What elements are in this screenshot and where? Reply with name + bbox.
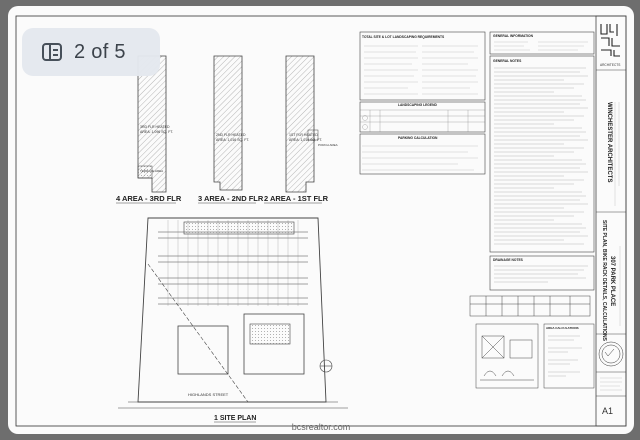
- page-indicator-text: 2 of 5: [74, 40, 126, 63]
- svg-text:2ND FLR HEATED: 2ND FLR HEATED: [216, 133, 246, 137]
- svg-text:PARKING CALCULATION: PARKING CALCULATION: [398, 136, 438, 140]
- area-label-2nd: 3 AREA - 2ND FLR: [198, 194, 264, 203]
- site-plan: [118, 217, 348, 409]
- svg-text:TOTAL SITE & LOT LANDSCAPING R: TOTAL SITE & LOT LANDSCAPING REQUIREMENT…: [362, 35, 445, 39]
- title-block: ARCHITECTS WINCHESTER ARCHITECTS SITE PL…: [595, 15, 627, 427]
- general-information: GENERAL INFORMATION: [489, 31, 595, 55]
- gallery-pages-icon: [42, 43, 62, 61]
- area-labels: 4 AREA - 3RD FLR 3 AREA - 2ND FLR 2 AREA…: [116, 194, 329, 204]
- svg-text:AREA: 1,016 SQ. FT.: AREA: 1,016 SQ. FT.: [289, 138, 322, 142]
- drainage-notes: DRAINAGE NOTES: [489, 255, 595, 291]
- area-label-1st: 2 AREA - 1ST FLR: [264, 194, 329, 203]
- general-notes: GENERAL NOTES: [489, 55, 595, 253]
- parking-table: PARKING CALCULATION: [359, 133, 486, 175]
- svg-text:LANDSCAPING LEGEND: LANDSCAPING LEGEND: [398, 103, 437, 107]
- svg-text:TERRACE AREA: TERRACE AREA: [140, 169, 163, 173]
- svg-text:AREA CALCULATIONS: AREA CALCULATIONS: [546, 326, 579, 330]
- landscaping-table: LANDSCAPING LEGEND: [359, 101, 486, 133]
- area-plan-1st-floor: 1ST FLR HEATED AREA: 1,016 SQ. FT. PORCH…: [285, 55, 338, 193]
- area-calculations: AREA CALCULATIONS: [543, 323, 595, 389]
- material-legend: [469, 295, 591, 317]
- impervious-table: TOTAL SITE & LOT LANDSCAPING REQUIREMENT…: [359, 31, 486, 101]
- area-plan-2nd-floor: 2ND FLR HEATED AREA: 1,016 SQ. FT.: [213, 55, 249, 191]
- street-label: HIGHLANDS STREET: [188, 392, 229, 397]
- sheet-number: A1: [602, 406, 613, 416]
- area-plan-3rd-floor: 3RD FLR HEATED AREA: 1,096 SQ. FT. TERRA…: [137, 55, 173, 193]
- site-plan-label: 1 SITE PLAN: [214, 415, 256, 422]
- svg-text:AREA: 1,016 SQ. FT.: AREA: 1,016 SQ. FT.: [216, 138, 249, 142]
- svg-text:3RD FLR HEATED: 3RD FLR HEATED: [140, 125, 170, 129]
- svg-text:ARCHITECTS: ARCHITECTS: [600, 63, 620, 67]
- drawing-sheet: 3RD FLR HEATED AREA: 1,096 SQ. FT. TERRA…: [8, 6, 634, 434]
- watermark: bcsrealtor.com: [291, 422, 351, 432]
- area-label-3rd: 4 AREA - 3RD FLR: [116, 194, 182, 203]
- svg-text:DRAINAGE NOTES: DRAINAGE NOTES: [493, 258, 524, 262]
- architectural-drawing: 3RD FLR HEATED AREA: 1,096 SQ. FT. TERRA…: [15, 15, 627, 427]
- page-indicator-badge[interactable]: 2 of 5: [22, 28, 160, 76]
- svg-text:1ST FLR HEATED: 1ST FLR HEATED: [289, 133, 318, 137]
- svg-text:AREA: 1,096 SQ. FT.: AREA: 1,096 SQ. FT.: [140, 130, 173, 134]
- bike-rack-detail: [475, 323, 539, 389]
- project-name: 307 PARK PLACE: [609, 256, 615, 306]
- svg-text:GENERAL NOTES: GENERAL NOTES: [493, 59, 522, 63]
- architect-seal: [598, 341, 624, 367]
- svg-text:PORCH AREA: PORCH AREA: [318, 143, 338, 147]
- sheet-title: SITE PLAN, BIKE RACK DETAILS, CALCULATIO…: [601, 220, 607, 342]
- firm-logo: [600, 24, 620, 57]
- svg-text:GENERAL INFORMATION: GENERAL INFORMATION: [493, 34, 534, 38]
- firm-name: WINCHESTER ARCHITECTS: [606, 102, 612, 182]
